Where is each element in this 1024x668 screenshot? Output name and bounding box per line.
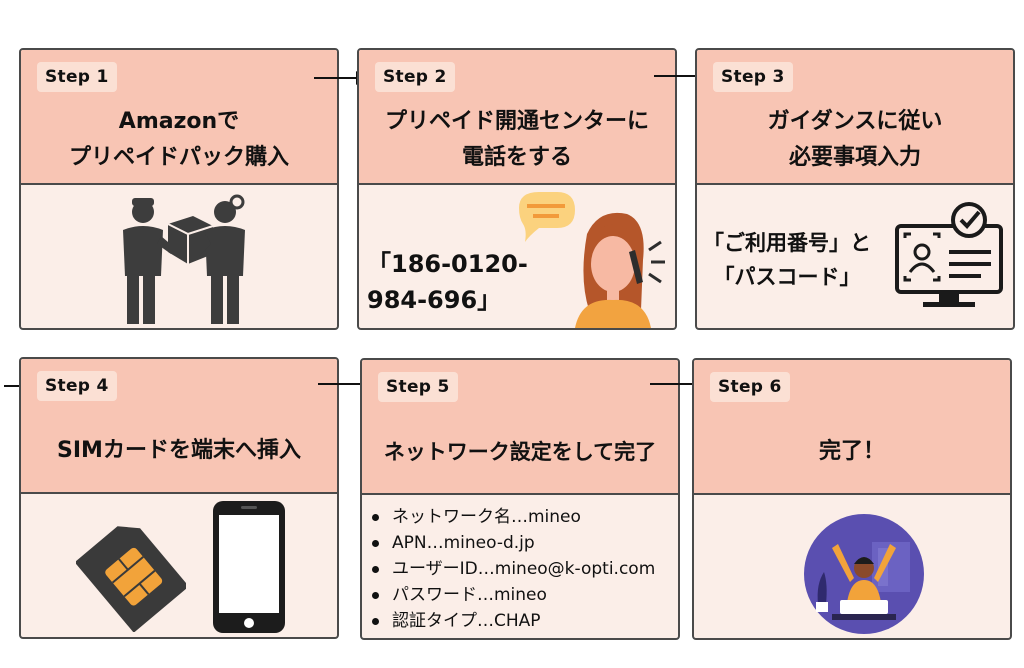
delivery-people-icon xyxy=(123,194,245,324)
setting-network-name: ネットワーク名…mineo xyxy=(370,504,655,530)
step-4-badge: Step 4 xyxy=(37,371,117,401)
step-4-title: SIMカードを端末へ挿入 xyxy=(57,438,301,463)
smartphone-icon xyxy=(213,501,285,633)
step-3-header: Step 3 ガイダンスに従い 必要事項入力 xyxy=(697,50,1013,185)
input-instruction: 「ご利用番号」と 「パスコード」 xyxy=(703,231,871,289)
step-6-title: 完了！ xyxy=(818,439,885,464)
step-2-badge: Step 2 xyxy=(375,62,455,92)
celebrating-person-icon xyxy=(804,514,924,634)
step-6-header: Step 6 完了！ xyxy=(694,360,1010,495)
step-5-card: Step 5 ネットワーク設定をして完了 ネットワーク名…mineo APN…m… xyxy=(360,358,680,640)
id-verification-monitor-icon xyxy=(895,202,1003,307)
step-1-card: Step 1 Amazonで プリペイドパック購入 xyxy=(19,48,339,330)
step-1-badge: Step 1 xyxy=(37,62,117,92)
step-6-badge: Step 6 xyxy=(710,372,790,402)
sim-card-icon xyxy=(76,526,186,632)
step-3-card: Step 3 ガイダンスに従い 必要事項入力 「ご利用番号」と 「パスコード」 xyxy=(695,48,1015,330)
network-settings-list: ネットワーク名…mineo APN…mineo-d.jp ユーザーID…mine… xyxy=(370,504,655,634)
woman-on-phone-icon xyxy=(519,192,665,328)
step-5-header: Step 5 ネットワーク設定をして完了 xyxy=(362,360,678,495)
step-2-title: プリペイド開通センターに 電話をする xyxy=(384,109,649,170)
phone-number: 「186-0120- 984-696」 xyxy=(367,250,528,314)
step-2-card: Step 2 プリペイド開通センターに 電話をする 「186-0120- 984… xyxy=(357,48,677,330)
step-2-header: Step 2 プリペイド開通センターに 電話をする xyxy=(359,50,675,185)
step-4-header: Step 4 SIMカードを端末へ挿入 xyxy=(21,359,337,494)
step-5-badge: Step 5 xyxy=(378,372,458,402)
setting-auth-type: 認証タイプ…CHAP xyxy=(370,608,655,634)
setting-password: パスワード…mineo xyxy=(370,582,655,608)
setting-apn: APN…mineo-d.jp xyxy=(370,530,655,556)
step-1-title: Amazonで プリペイドパック購入 xyxy=(68,109,289,170)
step-3-title: ガイダンスに従い 必要事項入力 xyxy=(767,109,943,170)
step-3-badge: Step 3 xyxy=(713,62,793,92)
step-6-card: Step 6 完了！ xyxy=(692,358,1012,640)
step-5-title: ネットワーク設定をして完了 xyxy=(383,440,657,464)
setting-user-id: ユーザーID…mineo@k-opti.com xyxy=(370,556,655,582)
step-4-card: Step 4 SIMカードを端末へ挿入 xyxy=(19,357,339,639)
step-1-header: Step 1 Amazonで プリペイドパック購入 xyxy=(21,50,337,185)
